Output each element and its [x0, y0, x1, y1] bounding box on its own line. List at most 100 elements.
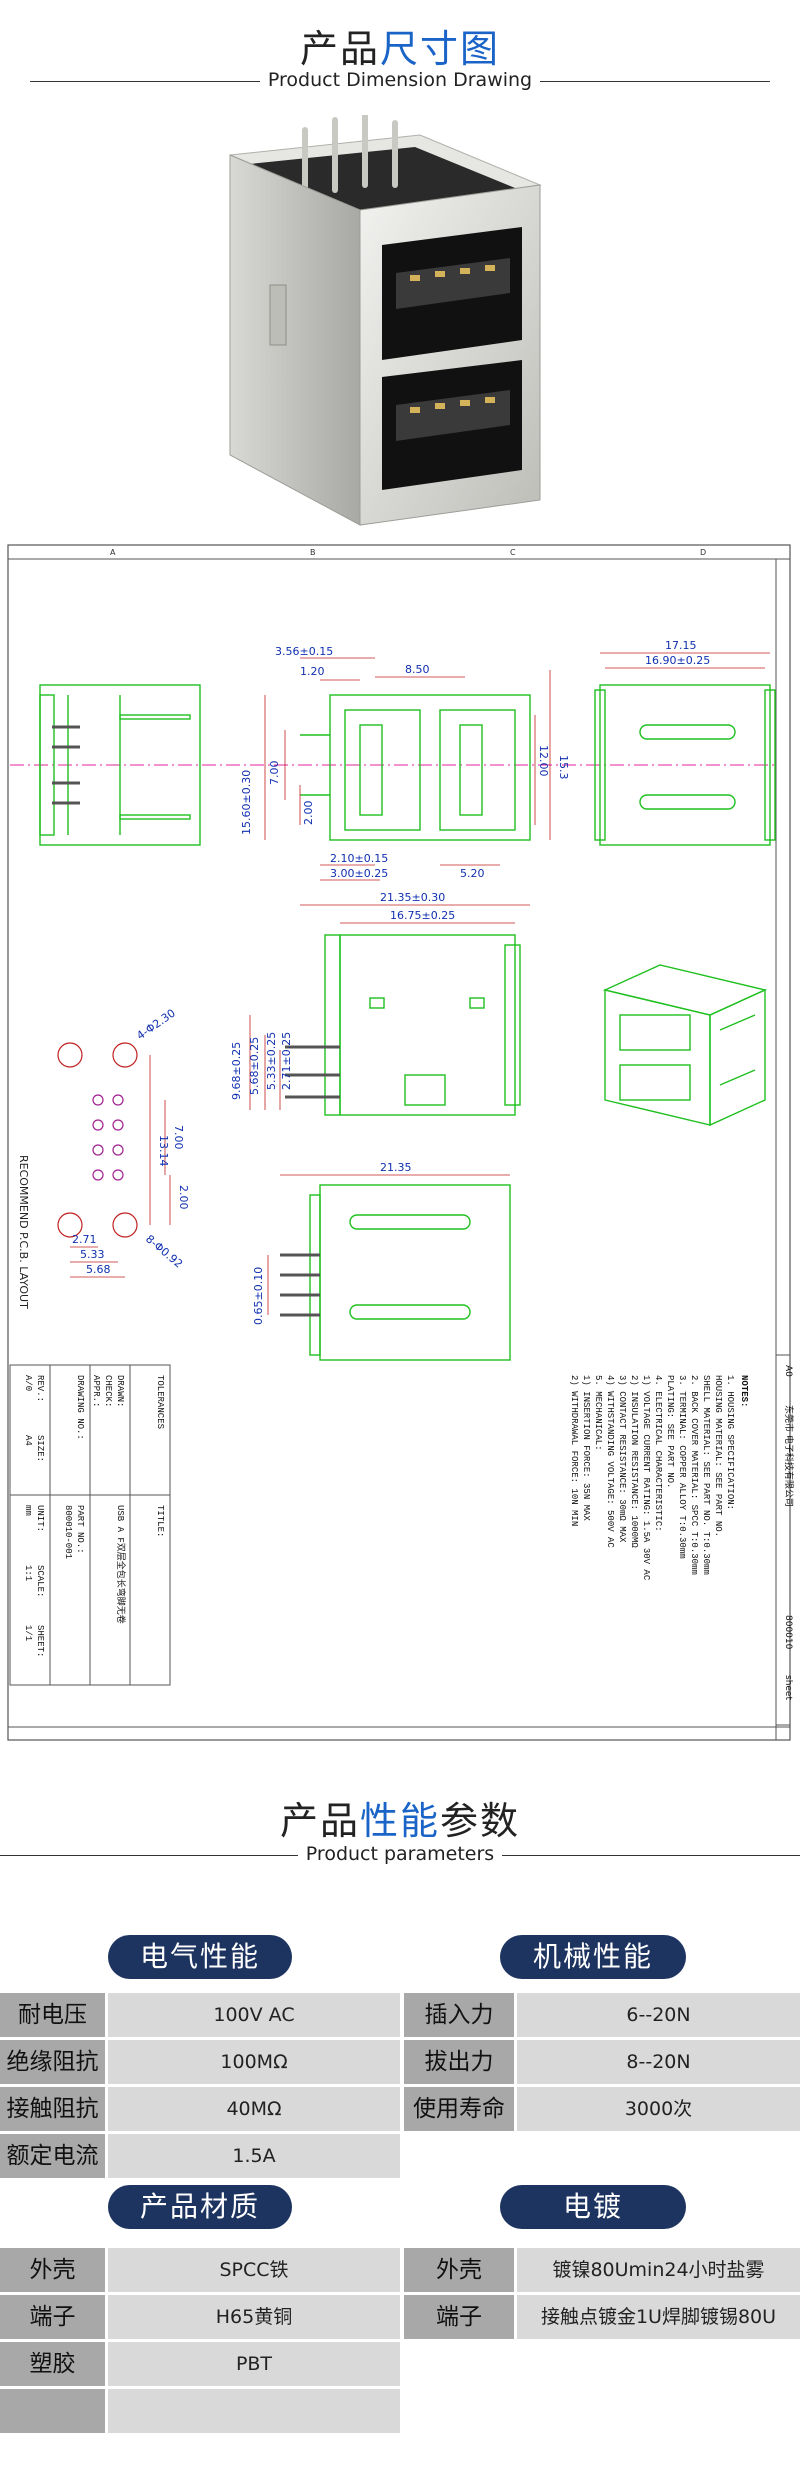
bottom-view-pins — [280, 1253, 320, 1317]
table-row: 端子 接触点镀金1U焊脚镀锡80U — [404, 2295, 800, 2339]
note-line-7: 4. ELECTRICAL CHARACTERISTIC: — [653, 1375, 663, 1532]
isometric-view — [602, 964, 768, 1127]
note-line-13: 1) INSERTION FORCE: 35N MAX — [581, 1375, 591, 1521]
front-view-dims: 16.75±0.25 2.71±0.25 5.33±0.25 9.68±0.25… — [230, 909, 455, 1100]
material-heading: 产品材质 — [108, 2185, 292, 2229]
note-line-9: 2) INSULATION RESISTANCE: 1000MΩ — [629, 1375, 639, 1548]
dim-12-00: 12.00 — [537, 745, 550, 777]
table-row: 插入力 6--20N — [404, 1993, 800, 2037]
params-title-part1: 产品 — [279, 1799, 360, 1843]
row-value: 6--20N — [517, 1993, 800, 2037]
row-value: SPCC铁 — [108, 2248, 400, 2292]
right-strip: A0 东莞市 电子科技有限公司 800010 sheet — [775, 1354, 795, 1726]
row-key: 拔出力 — [404, 2040, 514, 2084]
table-row: 绝缘阻抗 100MΩ — [0, 2040, 400, 2084]
bottom-view — [309, 1184, 511, 1361]
dim-7-00-pcb: 7.00 — [172, 1125, 185, 1150]
dim-5-20: 5.20 — [460, 867, 485, 880]
tb-appr-label: APPR.: — [91, 1375, 101, 1407]
table-row: 接触阻抗 40MΩ — [0, 2087, 400, 2131]
params-subtitle: Product parameters — [297, 1843, 503, 1865]
dim-2-71-pcb: 2.71 — [72, 1233, 97, 1246]
dim-7-00: 7.00 — [268, 761, 281, 786]
bottom-view-dims: 21.35 0.65±0.10 — [252, 1161, 412, 1325]
dim-9-68: 9.68±0.25 — [230, 1042, 243, 1100]
row-key: 端子 — [404, 2295, 514, 2339]
dim-21-35-bottom: 21.35 — [380, 1161, 412, 1174]
top-view — [300, 694, 531, 841]
right-strip-company: 东莞市 电子科技有限公司 — [783, 1405, 795, 1507]
right-strip-rev: A0 — [783, 1365, 793, 1377]
dim-2-10: 2.10±0.15 — [330, 852, 388, 865]
note-line-4: 2. BACK COVER MATERIAL: SPCC T:0.30mm — [689, 1375, 699, 1575]
row-value: 3000次 — [517, 2087, 800, 2131]
row-key: 塑胶 — [0, 2342, 105, 2386]
tb-part-no-label: PART NO.: — [75, 1505, 85, 1554]
dim-5-68: 5.68±0.25 — [248, 1037, 261, 1095]
mechanical-heading: 机械性能 — [500, 1935, 686, 1979]
column-marker-a: A — [110, 548, 116, 557]
row-value: 40MΩ — [108, 2087, 400, 2131]
table-row: 塑胶 PBT — [0, 2342, 400, 2386]
row-key: 外壳 — [0, 2248, 105, 2292]
table-row: 端子 H65黄铜 — [0, 2295, 400, 2339]
right-view-dimlines — [600, 652, 770, 669]
row-key: 使用寿命 — [404, 2087, 514, 2131]
row-key: 外壳 — [404, 2248, 514, 2292]
tb-rev: A/0 — [23, 1375, 33, 1391]
tb-size: A4 — [23, 1435, 33, 1446]
front-view — [324, 934, 521, 1116]
tb-drawn-label: DRAWN: — [115, 1375, 125, 1407]
note-line-6: PLATING: SEE PART NO. — [665, 1375, 675, 1488]
dimension-title: 产品尺寸图 — [0, 18, 800, 73]
product-photo — [229, 115, 542, 526]
dim-4-phi-2-30: 4-Φ2.30 — [134, 1006, 178, 1042]
top-view-dimlines — [264, 657, 551, 906]
drawing-border — [7, 544, 791, 1741]
left-view-pins — [52, 725, 80, 805]
params-subtitle-wrap: Product parameters — [0, 1840, 800, 1870]
row-value: 100MΩ — [108, 2040, 400, 2084]
column-marker-d: D — [700, 548, 706, 557]
right-view-dims: 17.15 16.90±0.25 — [645, 639, 710, 667]
dimension-drawing: A B C D 3.56±0 — [0, 535, 800, 1770]
row-key: 耐电压 — [0, 1993, 105, 2037]
params-title-part3: 参数 — [440, 1799, 521, 1843]
right-strip-number: 800010 — [783, 1615, 793, 1650]
tb-drawing-no-label: DRAWING NO.: — [75, 1375, 85, 1440]
dim-2-00-pcb: 2.00 — [177, 1185, 190, 1210]
dim-5-33-pcb: 5.33 — [80, 1248, 105, 1261]
drawing-notes: NOTES: 1. HOUSING SPECIFICATION: HOUSING… — [569, 1375, 749, 1581]
dim-15-60: 15.60±0.30 — [240, 770, 253, 835]
pcb-layout-label: RECOMMEND P.C.B. LAYOUT — [17, 1155, 30, 1309]
note-line-2: HOUSING MATERIAL: SEE PART NO. — [713, 1375, 723, 1537]
dim-5-33: 5.33±0.25 — [265, 1032, 278, 1090]
front-view-pins — [285, 1045, 340, 1099]
note-line-12: 5. MECHANICAL: — [593, 1375, 603, 1451]
row-value: 1.5A — [108, 2134, 400, 2178]
row-key: 绝缘阻抗 — [0, 2040, 105, 2084]
plating-heading: 电镀 — [500, 2185, 686, 2229]
row-value: 接触点镀金1U焊脚镀锡80U — [517, 2295, 800, 2339]
dim-16-75: 16.75±0.25 — [390, 909, 455, 922]
dimension-subtitle: Product Dimension Drawing — [259, 69, 541, 91]
row-key: 端子 — [0, 2295, 105, 2339]
note-line-1: 1. HOUSING SPECIFICATION: — [725, 1375, 735, 1510]
top-view-dims: 3.56±0.15 1.20 8.50 15.60±0.30 7.00 2.00… — [240, 645, 570, 904]
note-line-10: 3) CONTACT RESISTANCE: 30mΩ MAX — [617, 1375, 627, 1543]
table-row — [0, 2389, 400, 2433]
table-row: 额定电流 1.5A — [0, 2134, 400, 2178]
tb-sheet: 1/1 — [23, 1625, 33, 1641]
tb-scale-label: SCALE: — [35, 1565, 45, 1597]
table-row: 使用寿命 3000次 — [404, 2087, 800, 2131]
table-row: 外壳 SPCC铁 — [0, 2248, 400, 2292]
table-row: 拔出力 8--20N — [404, 2040, 800, 2084]
tb-scale: 1:1 — [23, 1565, 33, 1581]
dim-2-71: 2.71±0.25 — [280, 1032, 293, 1090]
row-value: PBT — [108, 2342, 400, 2386]
tb-drawing-no: 800010-001 — [63, 1505, 73, 1559]
notes-header: NOTES: — [739, 1375, 749, 1407]
dim-17-15: 17.15 — [665, 639, 697, 652]
dim-3-56: 3.56±0.15 — [275, 645, 333, 658]
dim-15-3: 15.3 — [557, 755, 570, 780]
